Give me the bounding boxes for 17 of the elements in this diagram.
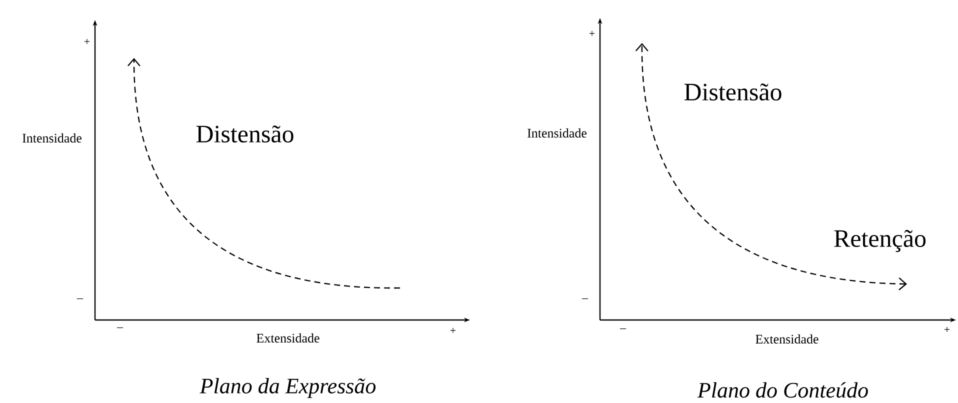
axis-title: Extensidade [256, 333, 320, 343]
curve-label: Distensão [196, 125, 294, 143]
curve-label: Retenção [834, 230, 926, 252]
axis-title: Extensidade [756, 334, 818, 344]
axis-title: Intensidade [22, 133, 82, 143]
caption: Plano do Conteúdo [697, 382, 868, 398]
axis-sign: + [450, 328, 456, 334]
caption: Plano da Expressão [200, 378, 376, 398]
axis-sign: – [582, 298, 588, 300]
axis-sign: – [116, 327, 124, 328]
axis-sign: – [620, 328, 626, 330]
axis-title: Intensidade [528, 128, 587, 138]
axis-sign: + [944, 326, 950, 332]
axis-sign: + [589, 30, 595, 36]
curve-label: Distensão [684, 83, 782, 101]
axis-sign: + [84, 38, 90, 44]
axis-sign: – [76, 298, 84, 300]
